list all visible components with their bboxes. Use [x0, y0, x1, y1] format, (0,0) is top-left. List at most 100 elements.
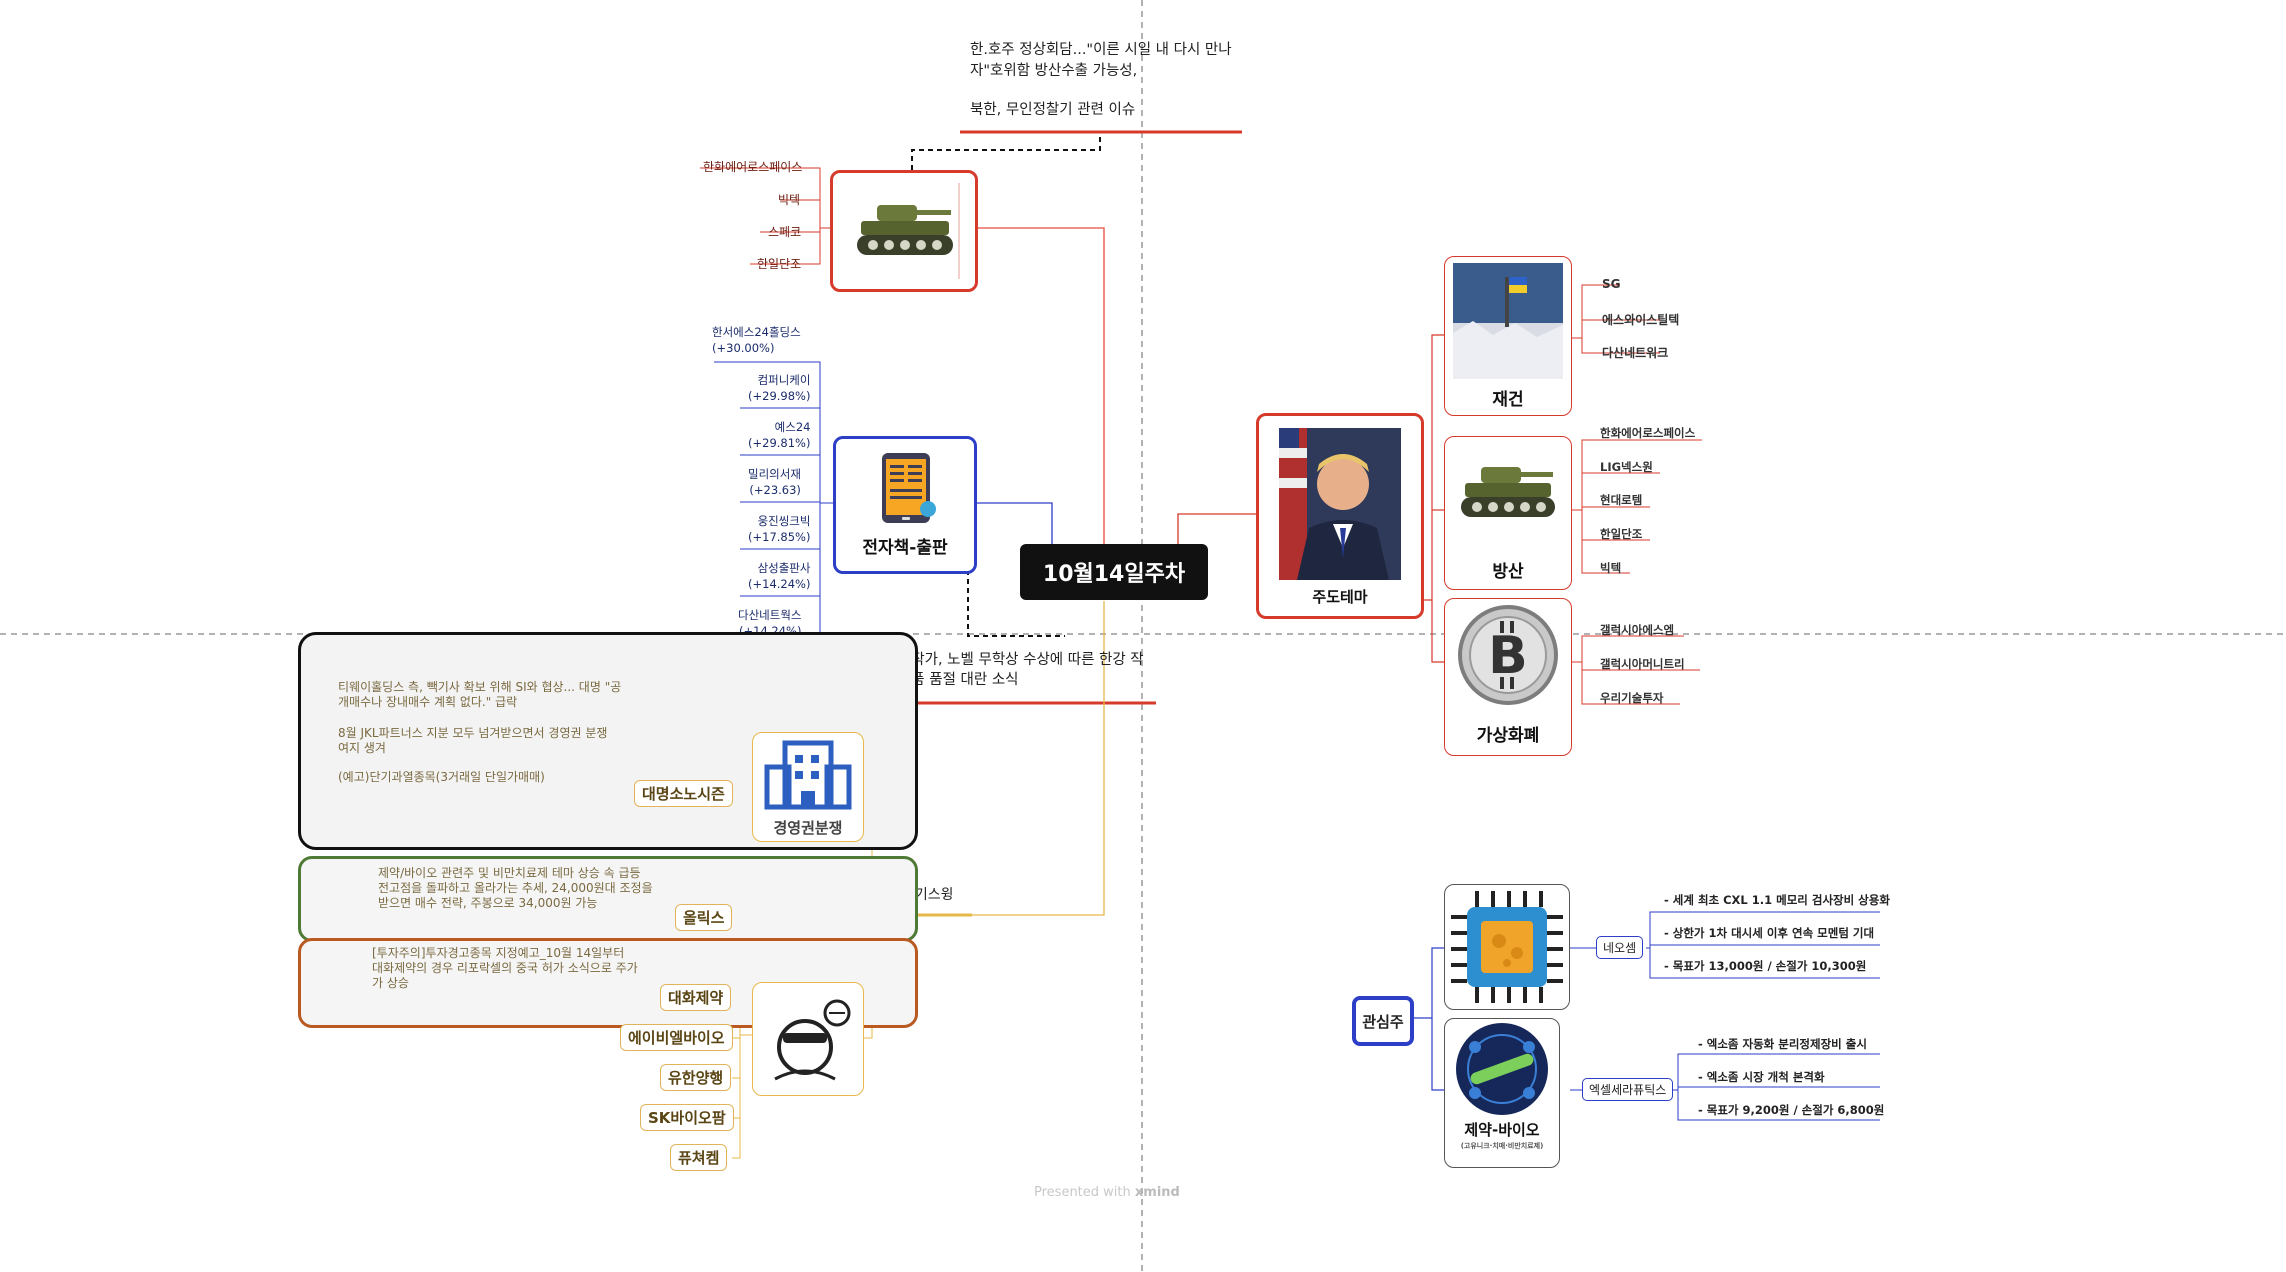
bio-note: - 엑소좀 자동화 분리정제장비 출시: [1698, 1037, 1867, 1051]
ebook-stock-item[interactable]: 한서에스24홀딩스 (+30.00%): [712, 324, 801, 356]
stock-change: (+29.81%): [748, 436, 811, 450]
crypto-item[interactable]: 우리기술투자: [1600, 691, 1664, 705]
neosem-note: - 세계 최초 CXL 1.1 메모리 검사장비 상용화: [1664, 893, 1890, 907]
defense-right-item[interactable]: 빅텍: [1600, 561, 1622, 575]
stock-change: (+29.98%): [748, 389, 811, 403]
biotech-icon: [1456, 1023, 1548, 1115]
ebook-stock-item[interactable]: 웅진씽크빅 (+17.85%): [748, 513, 810, 545]
stock-name: 예스24: [774, 420, 811, 434]
stock-change: (+17.85%): [748, 530, 811, 544]
ebook-stock-item[interactable]: 밀리의서재 (+23.63): [748, 466, 801, 498]
crypto-item[interactable]: 갤럭시아에스엠: [1600, 623, 1675, 637]
semiconductor-box[interactable]: [1444, 884, 1570, 1010]
daehwa-note: [투자주의]투자경고종목 지정예고_10월 14일부터 대화제약의 경우 리포락…: [372, 946, 638, 991]
pharma-topic-box[interactable]: [752, 982, 864, 1096]
management-topic-box[interactable]: 경영권분쟁: [752, 732, 864, 842]
stock-name: 한서에스24홀딩스: [712, 325, 801, 339]
bio-box[interactable]: 제약-바이오 (고유니크·치매·비만치료제): [1444, 1018, 1560, 1168]
management-label: 경영권분쟁: [773, 819, 843, 837]
bitcoin-icon: B: [1458, 605, 1558, 705]
note-line: 개매수나 장내매수 계획 없다." 급락: [338, 695, 518, 709]
defense-right-item[interactable]: 한일단조: [1600, 527, 1643, 541]
interest-topic[interactable]: 관심주: [1352, 996, 1414, 1046]
stock-name: 밀리의서재: [748, 467, 801, 481]
ebook-stock-item[interactable]: 컴퍼니케이 (+29.98%): [748, 372, 810, 404]
olix-group: [298, 856, 918, 942]
neosem-note: - 상한가 1차 대시세 이후 연속 모멘텀 기대: [1664, 926, 1875, 940]
presented-text: Presented with: [1034, 1185, 1131, 1200]
news-line: 한강 작가, 노벨 무학상 수상에 따른 한강 작: [880, 652, 1144, 668]
defense-right-item[interactable]: 한화에어로스페이스: [1600, 426, 1696, 440]
bio-note: - 목표가 9,200원 / 손절가 6,800원: [1698, 1103, 1885, 1117]
reconstruction-item[interactable]: 에스와이스틸텍: [1602, 313, 1680, 327]
note-line: 제약/바이오 관련주 및 비만치료제 테마 상승 속 급등: [378, 866, 641, 880]
stock-futurechem[interactable]: 퓨쳐켐: [670, 1144, 728, 1171]
note-line: 가 상승: [372, 976, 409, 990]
crypto-label: 가상화폐: [1476, 726, 1540, 746]
reconstruction-item[interactable]: 다산네트워크: [1602, 346, 1669, 360]
central-topic[interactable]: 10월14일주차: [1020, 544, 1208, 600]
defense-right-item[interactable]: LIG넥스원: [1600, 460, 1653, 474]
news-line: 가 작품 품절 대란 소식: [880, 672, 1019, 688]
news-line: 북한, 무인정찰기 관련 이슈: [970, 102, 1136, 118]
defense-right-box[interactable]: 방산: [1444, 436, 1572, 590]
stock-daemyung-sono[interactable]: 대명소노시즌: [634, 780, 733, 807]
crypto-item[interactable]: 갤럭시아머니트리: [1600, 657, 1685, 671]
news-item-hangang: 한강 작가, 노벨 무학상 수상에 따른 한강 작 가 작품 품절 대란 소식: [880, 650, 1144, 690]
stock-olix[interactable]: 올릭스: [675, 904, 733, 931]
tank-icon: [857, 183, 960, 279]
bio-note: - 엑소좀 시장 개척 본격화: [1698, 1070, 1825, 1084]
ebook-topic-box[interactable]: 전자책-출판: [833, 436, 977, 574]
management-note: 8월 JKL파트너스 지분 모두 넘겨받으면서 경영권 분쟁 여지 생겨: [338, 726, 607, 756]
bio-label: 제약-바이오: [1464, 1121, 1540, 1139]
stock-sk-biopharm[interactable]: SK바이오팜: [640, 1104, 734, 1131]
management-note: 티웨이홀딩스 측, 빽기사 확보 위해 SI와 협상... 대명 "공 개매수나…: [338, 680, 621, 710]
reconstruction-label: 재건: [1492, 390, 1524, 410]
note-line: 여지 생겨: [338, 741, 386, 755]
presented-with-footer: Presented with xmind: [1034, 1185, 1180, 1200]
stock-name: 삼성출판사: [757, 561, 811, 575]
stock-change: (+23.63): [749, 483, 801, 497]
news-line: 한.호주 정상회담..."이른 시일 내 다시 만나: [970, 42, 1232, 58]
note-line: 티웨이홀딩스 측, 빽기사 확보 위해 SI와 협상... 대명 "공: [338, 680, 622, 694]
building-icon: [764, 740, 852, 810]
bio-sublabel: (고유니크·치매·비만치료제): [1460, 1142, 1544, 1150]
stock-change: (+14.24%): [748, 577, 811, 591]
defense-left-item[interactable]: 스페코: [768, 225, 802, 239]
stock-name: 컴퍼니케이: [757, 373, 811, 387]
note-line: [투자주의]투자경고종목 지정예고_10월 14일부터: [372, 946, 625, 960]
war-ruins-icon: [1453, 263, 1563, 379]
reconstruction-box[interactable]: 재건: [1444, 256, 1572, 416]
defense-left-item[interactable]: 빅텍: [778, 193, 801, 207]
note-line: 받으면 매수 전략, 주봉으로 34,000원 가능: [378, 896, 598, 910]
scientist-icon: [774, 999, 851, 1081]
crypto-box[interactable]: B 가상화폐: [1444, 598, 1572, 756]
note-line: 전고점을 돌파하고 올라가는 추세, 24,000원대 조정을: [378, 881, 653, 895]
stock-name: 웅진씽크빅: [757, 514, 811, 528]
ebook-icon: [882, 453, 936, 523]
stock-daehwa[interactable]: 대화제약: [660, 984, 732, 1011]
news-line: 자"호위함 방산수출 가능성,: [970, 63, 1138, 79]
stock-exocoba[interactable]: 엑셀세라퓨틱스: [1582, 1078, 1674, 1101]
ebook-label: 전자책-출판: [862, 538, 948, 558]
stock-neosem[interactable]: 네오셈: [1596, 936, 1644, 959]
olix-note: 제약/바이오 관련주 및 비만치료제 테마 상승 속 급등 전고점을 돌파하고 …: [378, 866, 653, 911]
stock-yuhan[interactable]: 유한양행: [660, 1064, 732, 1091]
main-theme-box[interactable]: 주도테마: [1256, 413, 1424, 619]
defense-topic-box[interactable]: [830, 170, 978, 292]
neosem-note: - 목표가 13,000원 / 손절가 10,300원: [1664, 959, 1867, 973]
defense-left-item[interactable]: 한일단조: [757, 257, 802, 271]
reconstruction-item[interactable]: SG: [1602, 277, 1621, 291]
defense-right-item[interactable]: 현대로템: [1600, 493, 1643, 507]
defense-left-item[interactable]: 한화에어로스페이스: [703, 160, 803, 174]
stock-name: 다산네트웍스: [738, 608, 802, 622]
note-line: 8월 JKL파트너스 지분 모두 넘겨받으면서 경영권 분쟁: [338, 726, 608, 740]
ebook-stock-item[interactable]: 삼성출판사 (+14.24%): [748, 560, 810, 592]
ebook-stock-item[interactable]: 예스24 (+29.81%): [748, 419, 810, 451]
defense-right-label: 방산: [1492, 562, 1524, 582]
chip-icon: [1451, 891, 1563, 1003]
management-note: (예고)단기과열종목(3거래일 단일가매매): [338, 770, 545, 784]
main-theme-label: 주도테마: [1312, 588, 1368, 606]
svg-text:B: B: [1488, 626, 1528, 686]
stock-abl-bio[interactable]: 에이비엘바이오: [620, 1024, 733, 1051]
